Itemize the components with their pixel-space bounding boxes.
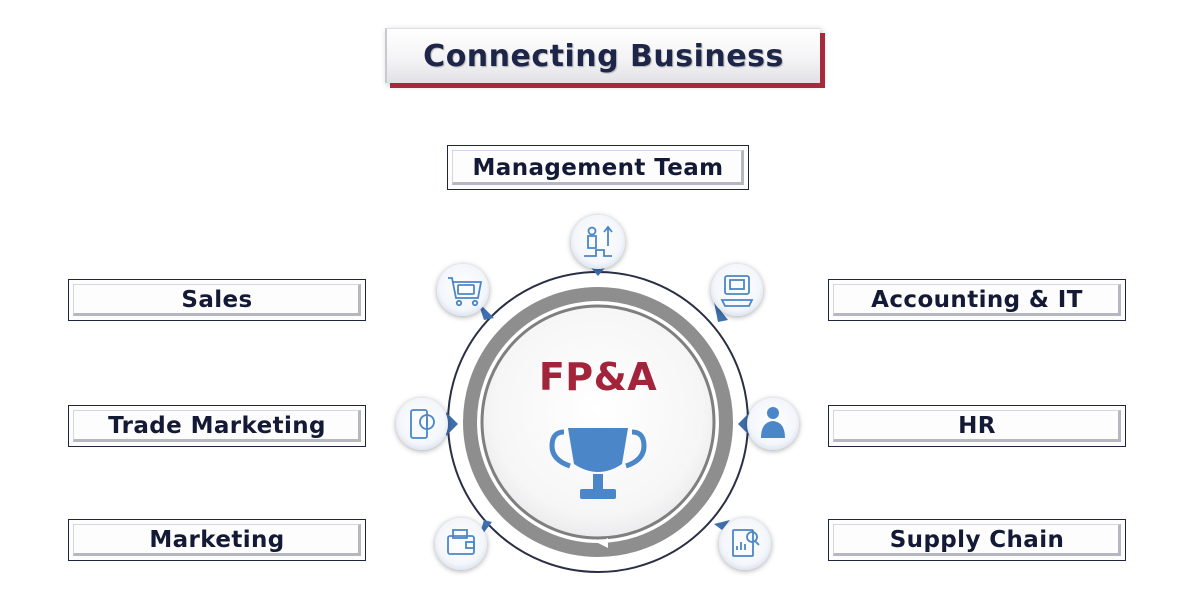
dept-trade-marketing: Trade Marketing: [68, 405, 366, 447]
mobile-payment-icon: [396, 398, 458, 450]
dept-label: HR: [958, 413, 996, 439]
trophy-icon: [549, 428, 647, 499]
ring-arrow: [598, 538, 608, 548]
dept-sales: Sales: [68, 279, 366, 321]
inner-ring-line: [478, 302, 718, 542]
computer-money-icon: [711, 264, 763, 322]
gray-ring: [463, 287, 733, 557]
shopping-cart-icon: [437, 264, 494, 320]
center-label-fpa: FP&A: [538, 355, 658, 399]
dept-label: Trade Marketing: [108, 413, 326, 439]
dept-label: Sales: [181, 287, 253, 313]
dept-accounting-it: Accounting & IT: [828, 279, 1126, 321]
wallet-icon: [435, 518, 492, 570]
report-analysis-icon: [714, 518, 771, 570]
dept-label: Accounting & IT: [871, 287, 1083, 313]
page-title: Connecting Business: [385, 28, 820, 83]
dept-supply-chain: Supply Chain: [828, 519, 1126, 561]
dept-label: Supply Chain: [889, 527, 1065, 553]
inner-disc: [480, 304, 716, 540]
dept-label: Management Team: [472, 154, 724, 181]
career-growth-icon: [571, 215, 625, 276]
dept-management-team: Management Team: [447, 145, 749, 190]
employee-icon: [738, 398, 799, 450]
dept-label: Marketing: [149, 527, 285, 553]
dept-hr: HR: [828, 405, 1126, 447]
dept-marketing: Marketing: [68, 519, 366, 561]
